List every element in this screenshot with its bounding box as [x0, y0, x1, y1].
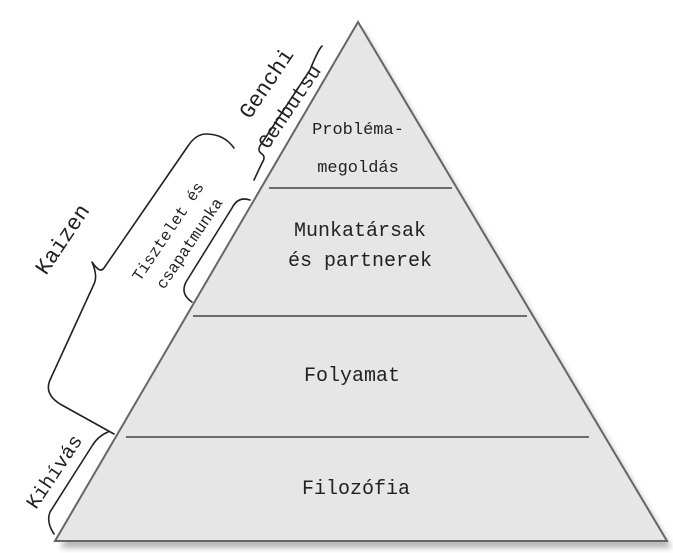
brace-genchi-genbutsu [253, 45, 323, 181]
level-problem-solving-line1: Probléma- [312, 121, 404, 140]
brace-respect-teamwork [183, 198, 251, 303]
brace-challenge [47, 431, 109, 535]
level-philosophy: Filozófia [302, 478, 410, 501]
level-people-line2: és partnerek [288, 250, 432, 273]
level-people-line1: Munkatársak [294, 220, 426, 243]
label-kaizen: Kaizen [31, 200, 96, 280]
level-problem-solving-line2: megoldás [317, 159, 399, 178]
brace-kaizen [47, 133, 235, 435]
pyramid-body [53, 20, 669, 542]
level-process: Folyamat [304, 365, 400, 388]
